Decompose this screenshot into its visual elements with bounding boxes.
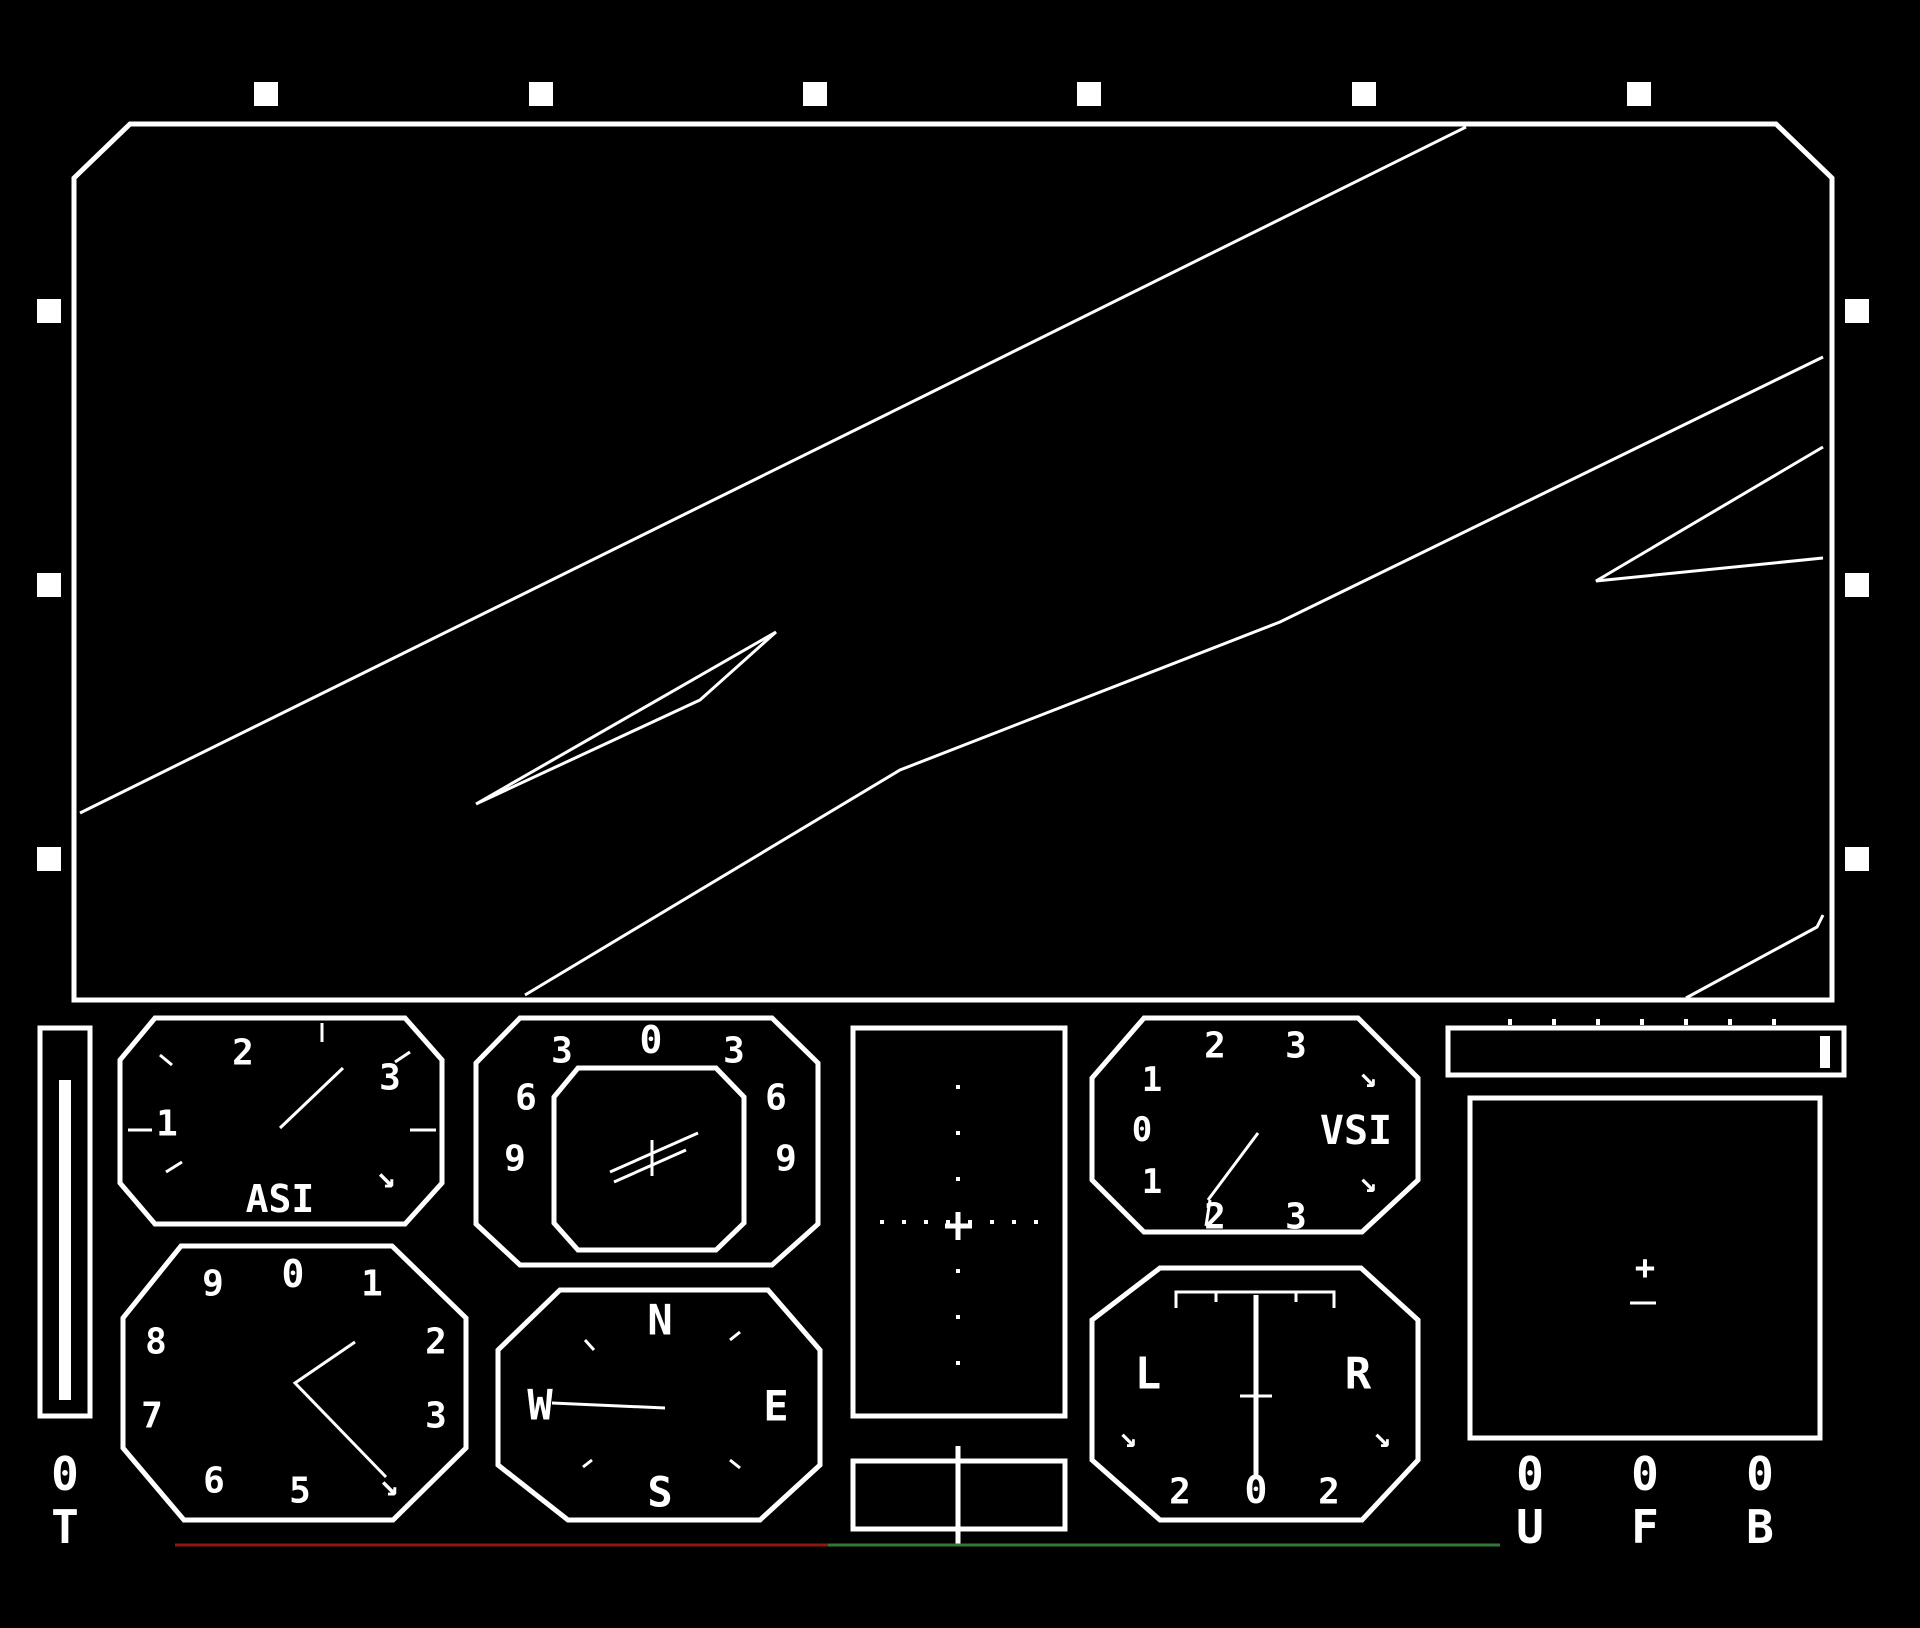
svg-text:↘: ↘	[379, 1465, 398, 1503]
frame-markers	[37, 82, 1869, 871]
svg-text:1: 1	[1142, 1060, 1162, 1100]
windshield-view	[71, 121, 1835, 1003]
svg-text:9: 9	[775, 1139, 797, 1180]
readout-b-value: 0	[1746, 1447, 1774, 1501]
svg-text:6: 6	[515, 1078, 537, 1119]
svg-text:↘: ↘	[376, 1157, 395, 1195]
svg-text:3: 3	[1285, 1026, 1307, 1067]
mountain-right	[1595, 445, 1824, 583]
compass-e: E	[763, 1382, 788, 1431]
svg-text:0: 0	[640, 1018, 663, 1062]
windshield-frame	[71, 121, 1835, 1003]
svg-text:0: 0	[1245, 1468, 1268, 1512]
svg-text:2: 2	[1204, 1026, 1226, 1067]
svg-text:3: 3	[551, 1031, 573, 1072]
runway-outline	[475, 630, 778, 806]
readout-b-label: B	[1746, 1500, 1774, 1554]
svg-text:1: 1	[1142, 1162, 1162, 1202]
compass-s: S	[647, 1468, 672, 1517]
throttle-gauge	[37, 1025, 93, 1419]
vsi-needle	[1206, 1132, 1260, 1201]
asi-label: ASI	[246, 1177, 315, 1221]
status-readouts: 0 U 0 F 0 B	[1516, 1447, 1774, 1554]
terrain-corner	[1685, 914, 1825, 1000]
svg-text:5: 5	[289, 1471, 311, 1512]
trim-indicator	[1445, 1019, 1847, 1078]
turn-right: R	[1345, 1349, 1372, 1400]
svg-text:2: 2	[232, 1033, 254, 1074]
svg-text:8: 8	[145, 1322, 167, 1363]
svg-text:2: 2	[1204, 1197, 1226, 1238]
compass-w: W	[527, 1381, 553, 1430]
airspeed-indicator: 2 3 1 ASI ↘	[117, 1015, 445, 1227]
turn-left: L	[1135, 1349, 1162, 1400]
throttle-level	[59, 1080, 71, 1400]
heading-indicator: N W E S	[495, 1287, 823, 1523]
throttle-value: 0	[51, 1447, 79, 1501]
radar-symbol: +	[1635, 1248, 1655, 1288]
svg-text:1: 1	[156, 1104, 178, 1145]
svg-text:2: 2	[1318, 1472, 1340, 1513]
svg-text:0: 0	[282, 1252, 305, 1296]
svg-text:3: 3	[425, 1396, 447, 1437]
svg-text:7: 7	[141, 1396, 163, 1437]
svg-text:0: 0	[1132, 1110, 1152, 1150]
nav-indicator	[850, 1025, 1068, 1545]
svg-text:3: 3	[1285, 1197, 1307, 1238]
altimeter-needle-long	[292, 1340, 388, 1479]
svg-text:↘: ↘	[1119, 1420, 1137, 1455]
altimeter: 9 0 1 8 2 7 3 6 5 ↘	[120, 1243, 469, 1523]
svg-text:1: 1	[361, 1264, 383, 1305]
svg-text:9: 9	[202, 1264, 224, 1305]
compass-needle	[551, 1401, 666, 1410]
readout-u-value: 0	[1516, 1447, 1544, 1501]
svg-text:2: 2	[425, 1322, 447, 1363]
turn-coordinator: L R 2 0 2 ↘ ↘	[1089, 1265, 1421, 1523]
svg-text:↘: ↘	[1359, 1060, 1377, 1095]
svg-text:3: 3	[723, 1031, 745, 1072]
svg-text:9: 9	[504, 1139, 526, 1180]
vsi-label: VSI	[1320, 1108, 1392, 1154]
svg-text:6: 6	[203, 1461, 225, 1502]
attitude-horizon	[609, 1131, 699, 1174]
terrain-line-lower	[524, 355, 1824, 997]
svg-text:3: 3	[379, 1058, 401, 1099]
svg-text:2: 2	[1169, 1472, 1191, 1513]
throttle-frame	[37, 1025, 93, 1419]
readout-u-label: U	[1516, 1500, 1544, 1554]
readout-f-label: F	[1631, 1500, 1659, 1554]
radar-display: +	[1467, 1095, 1823, 1441]
readout-f-value: 0	[1631, 1447, 1659, 1501]
throttle-label: T	[51, 1500, 79, 1554]
terrain-line-upper	[79, 125, 1467, 815]
vertical-speed-indicator: 2 3 2 3 1 0 1 VSI ↘ ↘	[1089, 1015, 1421, 1238]
svg-text:6: 6	[765, 1078, 787, 1119]
svg-text:↘: ↘	[1373, 1420, 1391, 1455]
asi-needle	[278, 1066, 345, 1130]
compass-n: N	[647, 1296, 672, 1345]
attitude-indicator: 3 0 3 6 6 9 9	[473, 1015, 821, 1268]
svg-text:↘: ↘	[1359, 1165, 1377, 1200]
